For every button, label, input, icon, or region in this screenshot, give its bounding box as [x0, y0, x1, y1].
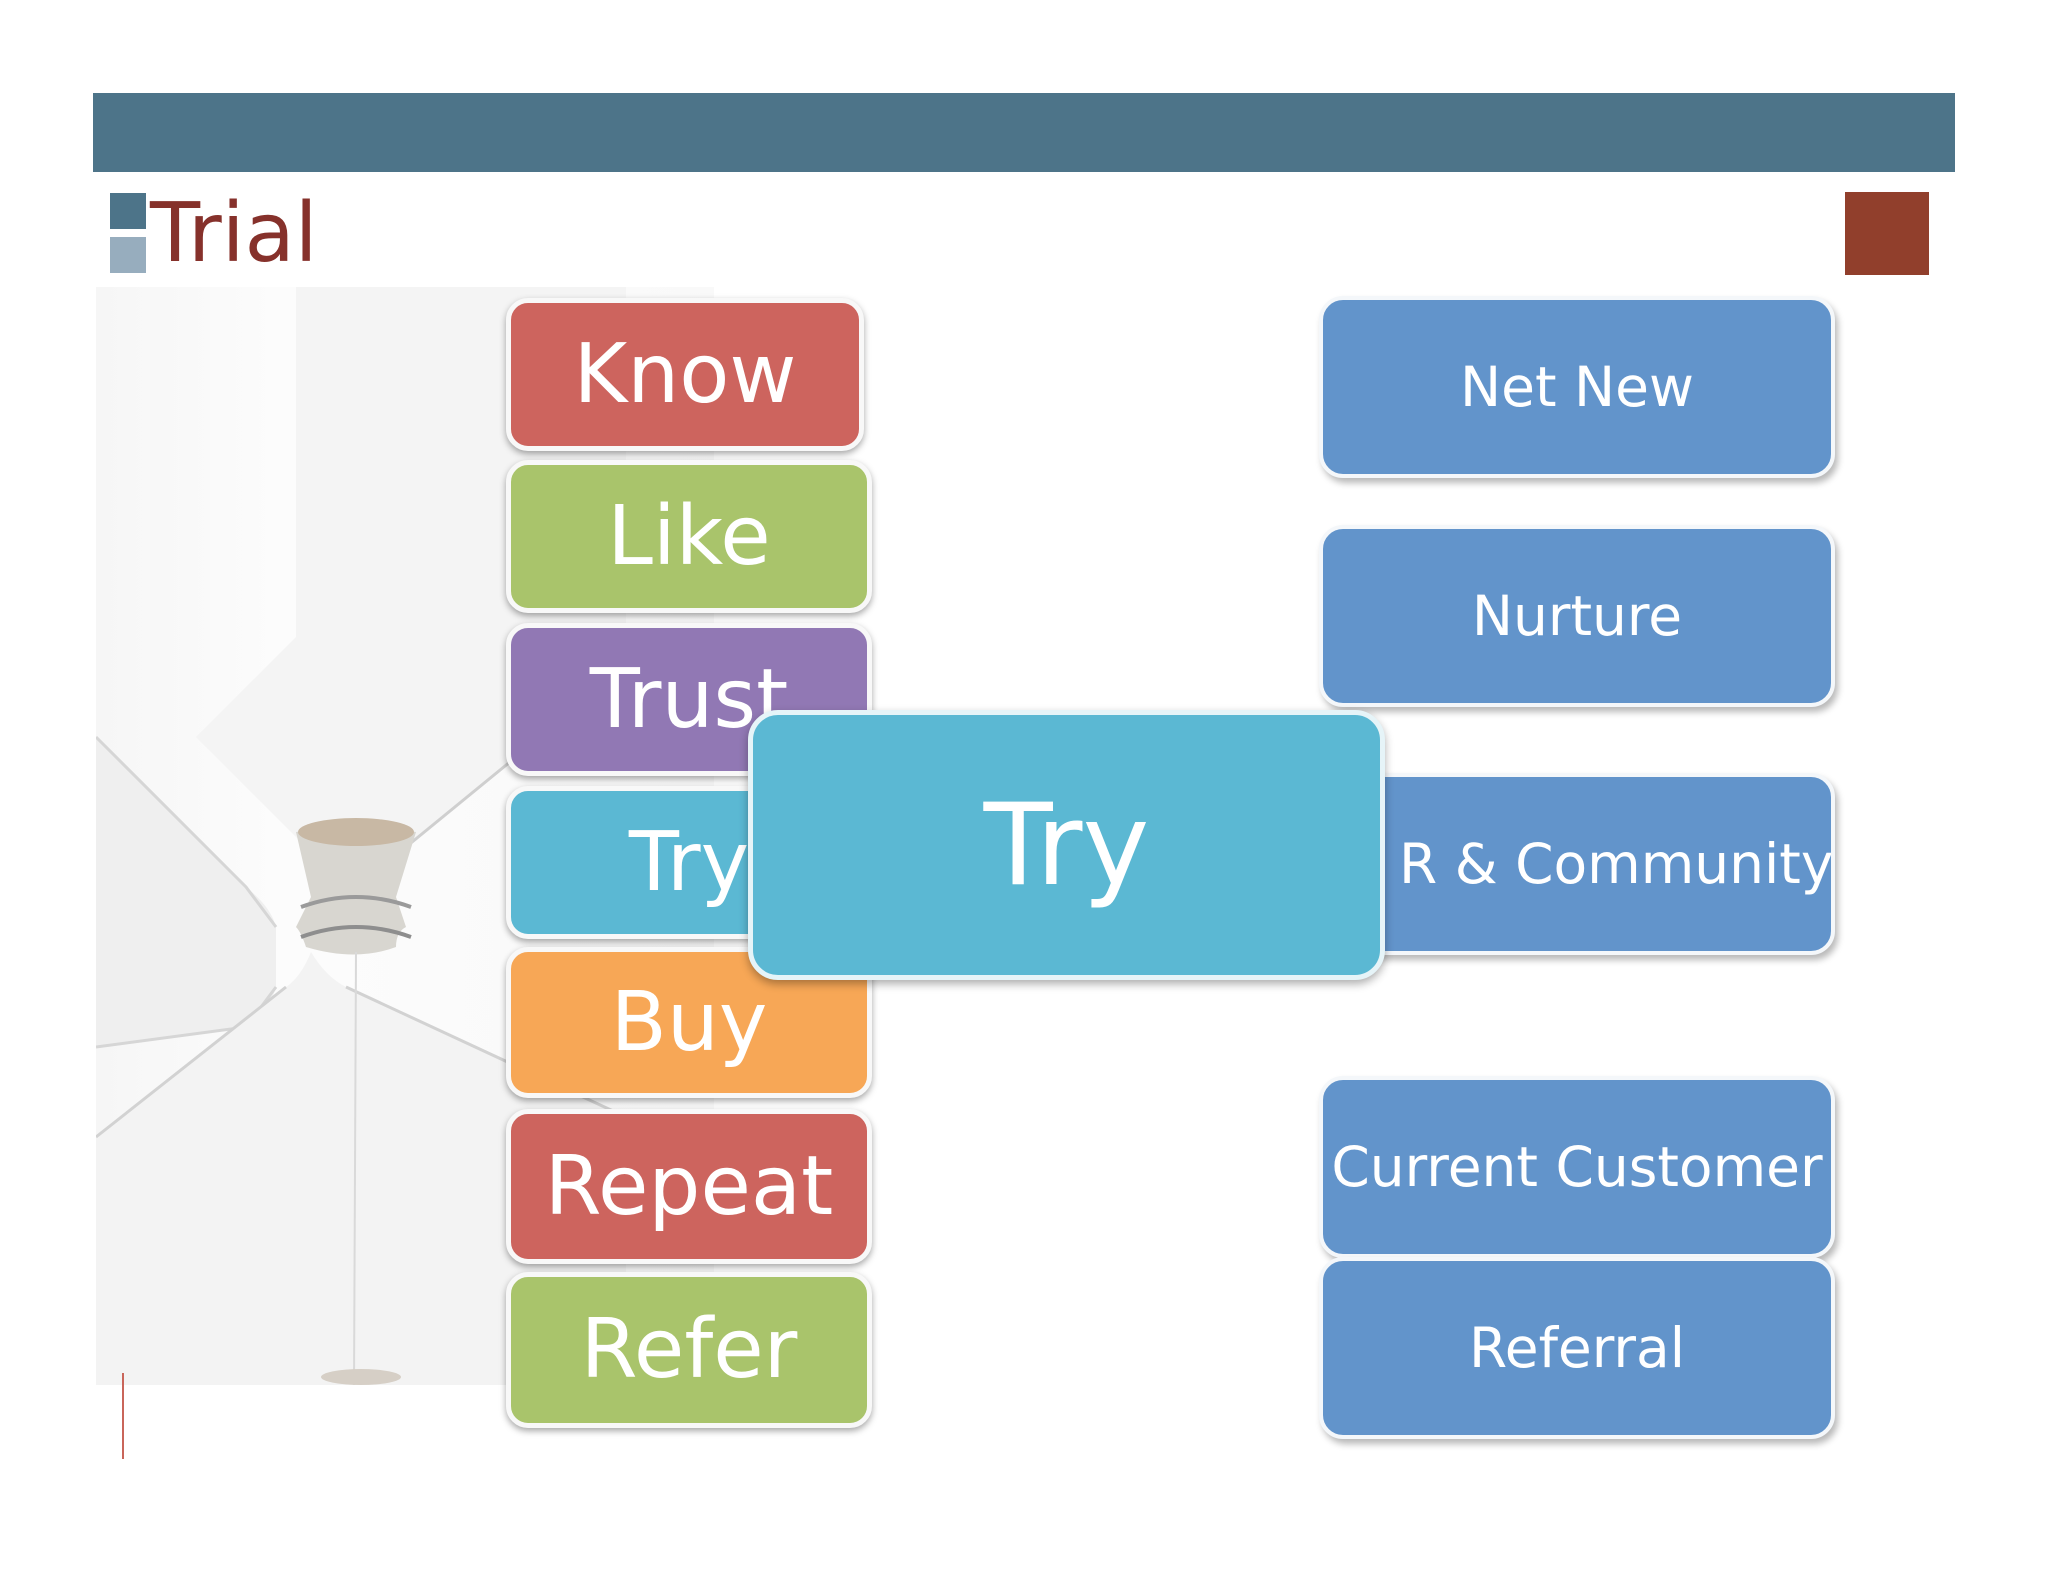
- header-bar: [93, 93, 1955, 172]
- segment-net-new: Net New: [1319, 296, 1835, 478]
- step-refer: Refer: [506, 1272, 872, 1428]
- segment-community: R & Community: [1319, 773, 1835, 955]
- title-bullet-mark-bottom: [110, 237, 146, 273]
- accent-square: [1845, 192, 1929, 275]
- highlighted-step-try: Try: [748, 710, 1385, 980]
- step-like: Like: [506, 460, 872, 613]
- segment-current-customer: Current Customer: [1319, 1076, 1835, 1258]
- margin-rule: [122, 1373, 124, 1459]
- step-know: Know: [506, 298, 864, 451]
- step-repeat: Repeat: [506, 1109, 872, 1264]
- title-bullet-mark-top: [110, 193, 146, 229]
- slide-title: Trial: [150, 186, 318, 281]
- segment-referral: Referral: [1319, 1257, 1835, 1439]
- segment-nurture: Nurture: [1319, 525, 1835, 707]
